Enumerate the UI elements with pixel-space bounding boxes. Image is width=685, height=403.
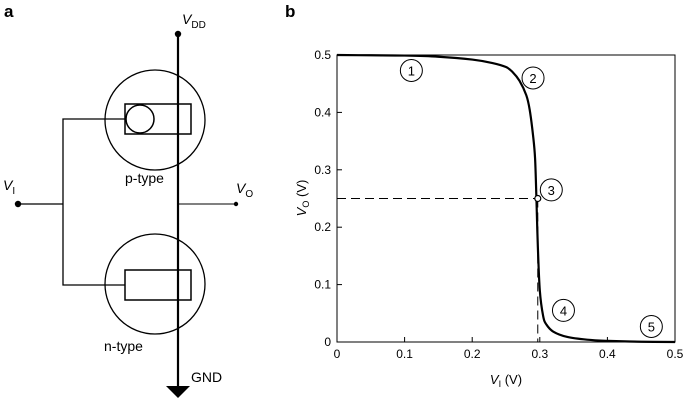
operating-point-marker — [534, 194, 542, 203]
y-tick-label: 0.4 — [314, 105, 331, 119]
vi-node — [14, 200, 22, 208]
panel-b-label: b — [285, 2, 295, 21]
ground-arrow-icon — [166, 386, 190, 398]
region-markers: 1 2 3 4 5 — [399, 58, 663, 339]
vdd-node — [174, 30, 182, 38]
ntype-transistor-circle — [104, 233, 206, 335]
vo-node — [233, 201, 239, 207]
vdd-label: VDD — [182, 11, 206, 31]
y-ticks: 0 0.1 0.2 0.3 0.4 0.5 — [314, 48, 342, 349]
y-tick-label: 0.3 — [314, 163, 331, 177]
ptype-gate-bubble — [125, 104, 155, 134]
x-tick-label: 0.1 — [396, 347, 413, 361]
region-marker-circle — [639, 315, 663, 339]
x-tick-label: 0.2 — [464, 347, 481, 361]
region-marker-circle — [539, 178, 563, 202]
gate-wiring — [62, 118, 125, 286]
x-tick-label: 0 — [334, 347, 341, 361]
transfer-curve — [336, 53, 676, 344]
y-tick-label: 0.5 — [314, 48, 331, 62]
panel-b: b 0 0.1 0.2 0.3 0.4 0.5 0 0.1 0.2 0.3 0.4 0.5 1 2 3 4… — [285, 2, 684, 389]
x-axis-title: VI (V) — [490, 372, 522, 389]
region-marker-label: 1 — [408, 63, 415, 78]
x-tick-label: 0.5 — [667, 347, 684, 361]
y-axis-title: VO (V) — [294, 180, 311, 217]
ptype-transistor-circle — [104, 69, 206, 171]
region-marker-circle — [399, 58, 423, 82]
panel-a: a VDD GND p-type n-type VI VO — [3, 2, 253, 398]
ntype-label: n-type — [104, 338, 143, 354]
gnd-label: GND — [191, 369, 222, 385]
region-marker-label: 5 — [648, 320, 655, 335]
x-tick-label: 0.3 — [531, 347, 548, 361]
region-marker-circle — [551, 298, 575, 322]
region-marker-label: 4 — [560, 303, 567, 318]
y-tick-label: 0 — [324, 335, 331, 349]
ptype-label: p-type — [125, 170, 164, 186]
y-tick-label: 0.1 — [314, 278, 331, 292]
vo-label: VO — [236, 180, 253, 200]
region-marker-label: 3 — [548, 183, 555, 198]
panel-a-label: a — [4, 2, 14, 21]
region-marker-label: 2 — [529, 71, 536, 86]
vi-label: VI — [3, 177, 15, 197]
region-marker-circle — [521, 66, 545, 90]
y-tick-label: 0.2 — [314, 220, 331, 234]
ntype-channel — [124, 269, 192, 301]
x-tick-label: 0.4 — [599, 347, 616, 361]
